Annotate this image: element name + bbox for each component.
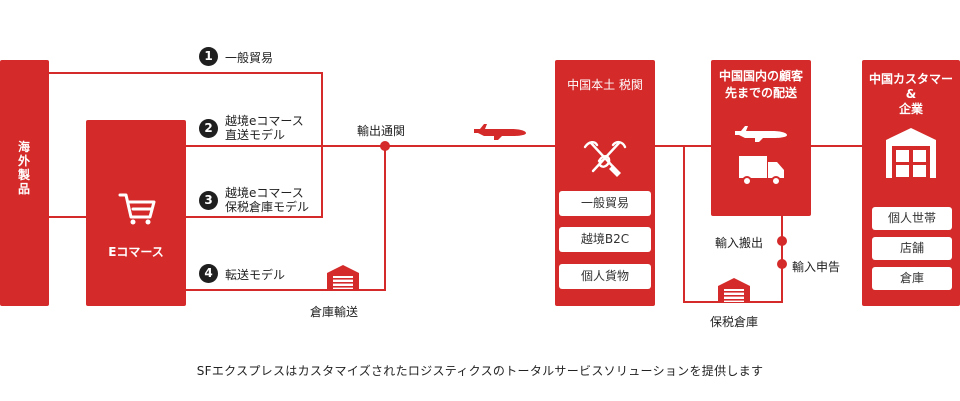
customs-general-trade: 一般貿易 [559, 191, 651, 216]
customs-personal-goods: 個人貨物 [559, 264, 651, 289]
import-declaration-node [777, 259, 787, 269]
route-2-marker: 2 [199, 119, 218, 138]
delivery-truck-icon [739, 156, 784, 186]
china-customers-box: 中国カスタマー & 企業 個人世帯 店舗 倉庫 [862, 60, 960, 306]
domestic-delivery-box: 中国国内の顧客 先までの配送 [711, 60, 811, 216]
domestic-delivery-title: 中国国内の顧客 先までの配送 [718, 69, 803, 100]
export-clearance-label: 輸出通関 [357, 124, 406, 138]
warehouse-icon [327, 265, 359, 289]
route-1-marker: 1 [199, 47, 218, 66]
bonded-warehouse-icon [718, 278, 750, 302]
domestic-airplane-icon [735, 126, 787, 142]
route-4-marker: 4 [199, 264, 218, 283]
import-delivery-label: 輸入搬出 [715, 236, 764, 250]
china-customers-title: 中国カスタマー & 企業 [868, 72, 953, 116]
ecommerce-box: Eコマース [86, 120, 186, 306]
route-1-label: 一般貿易 [225, 51, 274, 65]
customs-cross-border-b2c: 越境B2C [559, 227, 651, 252]
customer-households: 個人世帯 [872, 207, 952, 230]
caption: SFエクスプレスはカスタマイズされたロジスティクスのトータルサービスソリューショ… [196, 364, 764, 378]
customer-warehouses: 倉庫 [872, 267, 952, 290]
route-2-label: 越境eコマース直送モデル [225, 114, 304, 142]
airplane-icon [474, 124, 526, 140]
customer-warehouse-icon [886, 128, 936, 178]
shopping-cart-icon [118, 193, 156, 225]
warehouse-transport-label: 倉庫輸送 [310, 305, 359, 319]
china-customs-box: 中国本土 税関 一般貿易 越境B2C 個人貨物 [555, 60, 655, 306]
import-delivery-node [777, 236, 787, 246]
route-3-marker: 3 [199, 191, 218, 210]
route-3-label: 越境eコマース保税倉庫モデル [225, 186, 310, 214]
ecommerce-label: Eコマース [108, 245, 164, 259]
export-clearance-node [380, 141, 390, 151]
overseas-products-box: 海 外 製 品 [0, 60, 49, 306]
route-4-label: 転送モデル [225, 268, 286, 282]
overseas-products-label: 海 外 製 品 [17, 140, 30, 196]
customs-emblem-icon [583, 140, 627, 177]
bonded-warehouse-label: 保税倉庫 [710, 315, 759, 329]
customer-stores: 店舗 [872, 237, 952, 260]
china-customs-title: 中国本土 税関 [567, 78, 643, 92]
import-declaration-label: 輸入申告 [792, 260, 841, 274]
